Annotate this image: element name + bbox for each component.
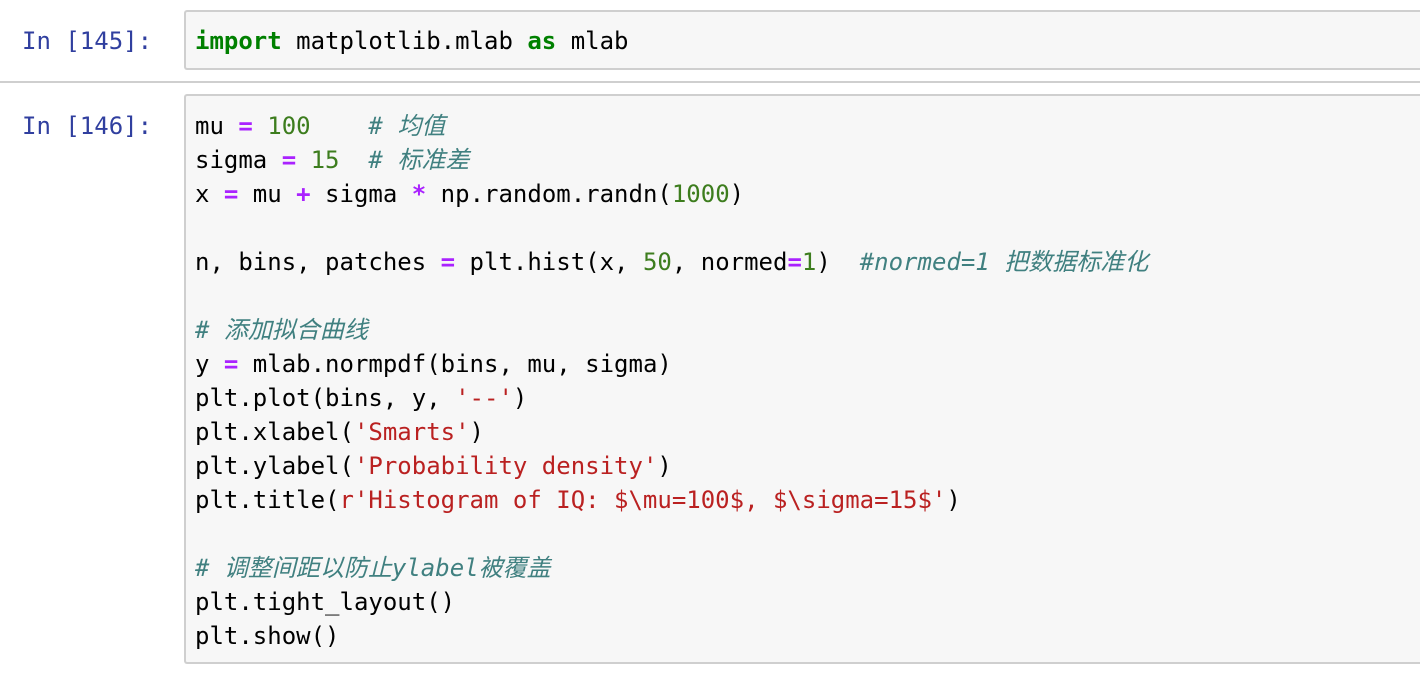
code-comment: # 调整间距以防止ylabel被覆盖 bbox=[195, 554, 551, 582]
code-operator: = bbox=[440, 248, 456, 276]
code-keyword: import bbox=[195, 27, 282, 55]
code-comment: # 标准差 bbox=[368, 146, 470, 174]
code-line: import matplotlib.mlab as mlab bbox=[195, 24, 629, 58]
code-operator: = bbox=[223, 350, 239, 378]
code-line bbox=[195, 279, 1148, 313]
code-text: sigma bbox=[195, 146, 282, 174]
code-text: ) bbox=[816, 248, 860, 276]
code-comment: # 均值 bbox=[368, 112, 446, 140]
code-editor[interactable]: import matplotlib.mlab as mlab bbox=[184, 10, 1420, 70]
code-string: 'Probability density' bbox=[353, 452, 658, 480]
code-line: plt.title(r'Histogram of IQ: $\mu=100$, … bbox=[195, 483, 1148, 517]
code-operator: = bbox=[281, 146, 297, 174]
code-number: 15 bbox=[310, 146, 340, 174]
code-text: y bbox=[195, 350, 224, 378]
code-operator: = bbox=[787, 248, 802, 276]
code-text: plt.ylabel( bbox=[195, 452, 354, 480]
code-number: 1 bbox=[801, 248, 817, 276]
code-operator: = bbox=[238, 112, 253, 140]
code-text: plt.show() bbox=[195, 622, 340, 650]
code-operator: * bbox=[411, 180, 427, 208]
code-content[interactable]: import matplotlib.mlab as mlab bbox=[195, 24, 629, 58]
code-line: plt.ylabel('Probability density') bbox=[195, 449, 1148, 483]
code-text: mlab bbox=[556, 27, 629, 55]
code-text: plt.hist(x, bbox=[455, 248, 643, 276]
code-text: mu bbox=[238, 180, 297, 208]
code-text: plt.plot(bins, y, bbox=[195, 384, 456, 412]
cell-prompt: In [145]: bbox=[22, 27, 153, 55]
code-text bbox=[311, 112, 369, 140]
code-text: ) bbox=[946, 486, 961, 514]
code-operator: = bbox=[223, 180, 239, 208]
code-text: plt.tight_layout() bbox=[195, 588, 456, 616]
code-string: 'Smarts' bbox=[353, 418, 470, 446]
code-line: plt.tight_layout() bbox=[195, 585, 1148, 619]
code-text: ) bbox=[512, 384, 528, 412]
code-string: '--' bbox=[455, 384, 513, 412]
code-line: # 添加拟合曲线 bbox=[195, 313, 1148, 347]
code-number: 1000 bbox=[671, 180, 730, 208]
code-line: # 调整间距以防止ylabel被覆盖 bbox=[195, 551, 1148, 585]
code-text: x bbox=[195, 180, 224, 208]
code-text: np.random.randn( bbox=[426, 180, 672, 208]
code-text: sigma bbox=[310, 180, 412, 208]
code-text bbox=[253, 112, 267, 140]
code-operator: + bbox=[296, 180, 311, 208]
code-comment: # 添加拟合曲线 bbox=[195, 316, 368, 344]
code-text: n, bins, patches bbox=[195, 248, 441, 276]
code-line bbox=[195, 517, 1148, 551]
code-text: plt.title( bbox=[195, 486, 340, 514]
code-number: 50 bbox=[642, 248, 672, 276]
notebook-cell-145[interactable]: In [145]: import matplotlib.mlab as mlab bbox=[0, 0, 1420, 84]
code-keyword: as bbox=[527, 27, 557, 55]
code-text: matplotlib.mlab bbox=[281, 27, 528, 55]
code-line: y = mlab.normpdf(bins, mu, sigma) bbox=[195, 347, 1148, 381]
code-line: x = mu + sigma * np.random.randn(1000) bbox=[195, 177, 1148, 211]
code-line bbox=[195, 211, 1148, 245]
code-text: ) bbox=[729, 180, 745, 208]
code-text: ) bbox=[469, 418, 484, 446]
code-string: r'Histogram of IQ: $\mu=100$, $\sigma=15… bbox=[339, 486, 947, 514]
code-line: plt.xlabel('Smarts') bbox=[195, 415, 1148, 449]
code-line: plt.plot(bins, y, '--') bbox=[195, 381, 1148, 415]
code-text bbox=[340, 146, 369, 174]
code-text: ) bbox=[657, 452, 672, 480]
cell-divider bbox=[0, 81, 1420, 83]
code-text: mu bbox=[195, 112, 239, 140]
code-text bbox=[296, 146, 310, 174]
cell-prompt: In [146]: bbox=[22, 112, 153, 140]
code-line: plt.show() bbox=[195, 619, 1148, 653]
code-text: plt.xlabel( bbox=[195, 418, 354, 446]
code-line: mu = 100 # 均值 bbox=[195, 109, 1148, 143]
code-text: , normed bbox=[671, 248, 788, 276]
code-line: sigma = 15 # 标准差 bbox=[195, 143, 1148, 177]
code-number: 100 bbox=[267, 112, 311, 140]
code-line: n, bins, patches = plt.hist(x, 50, norme… bbox=[195, 245, 1148, 279]
code-text: mlab.normpdf(bins, mu, sigma) bbox=[238, 350, 672, 378]
code-comment: #normed=1 把数据标准化 bbox=[859, 248, 1149, 276]
